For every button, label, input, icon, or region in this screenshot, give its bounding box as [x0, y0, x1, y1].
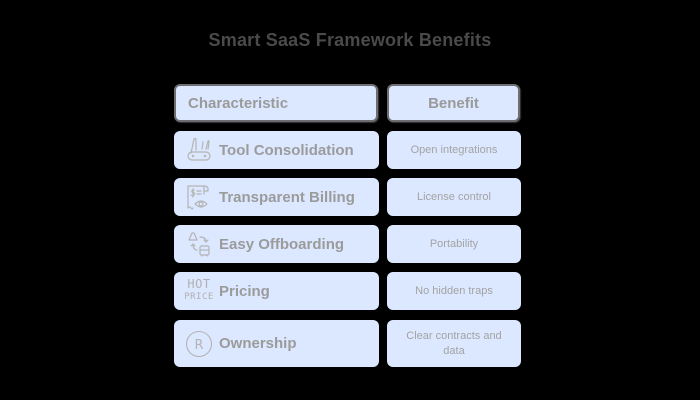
characteristic-label: Tool Consolidation: [219, 141, 354, 159]
registered-mark-icon: R: [184, 329, 214, 359]
characteristic-label: Easy Offboarding: [219, 235, 345, 253]
header-benefit-label: Benefit: [428, 94, 479, 112]
header-benefit: Benefit: [387, 84, 520, 122]
benefit-label: Clear contracts and data: [406, 329, 502, 357]
row-benefit-license-control: License control: [387, 178, 521, 216]
row-characteristic-ownership: R Ownership: [174, 320, 379, 367]
row-characteristic-transparent-billing: Transparent Billing: [174, 178, 379, 216]
row-characteristic-tool-consolidation: Tool Consolidation: [174, 131, 379, 169]
swiss-knife-icon: [184, 135, 214, 165]
characteristic-label: Pricing: [219, 282, 270, 300]
diagram-title: Smart SaaS Framework Benefits: [208, 30, 492, 50]
transfer-arrows-icon: [184, 229, 214, 259]
hot-price-icon-top: HOT: [187, 277, 211, 291]
row-benefit-clear-contracts: Clear contracts and data: [387, 320, 521, 367]
benefit-label: No hidden traps: [415, 284, 493, 297]
registered-mark-letter: R: [194, 338, 203, 353]
benefit-label: License control: [417, 190, 491, 203]
hot-price-icon: HOT PRICE: [184, 276, 214, 306]
benefit-label: Open integrations: [410, 143, 498, 156]
row-benefit-portability: Portability: [387, 225, 521, 263]
row-characteristic-pricing: HOT PRICE Pricing: [174, 272, 379, 310]
row-benefit-open-integrations: Open integrations: [387, 131, 521, 169]
receipt-eye-icon: [184, 182, 214, 212]
row-benefit-no-hidden-traps: No hidden traps: [387, 272, 521, 310]
header-characteristic-label: Characteristic: [188, 94, 289, 112]
benefit-label: Portability: [429, 237, 479, 250]
row-characteristic-easy-offboarding: Easy Offboarding: [174, 225, 379, 263]
header-characteristic: Characteristic: [174, 84, 378, 122]
characteristic-label: Ownership: [219, 335, 297, 352]
characteristic-label: Transparent Billing: [219, 188, 355, 206]
hot-price-icon-bottom: PRICE: [184, 292, 214, 302]
